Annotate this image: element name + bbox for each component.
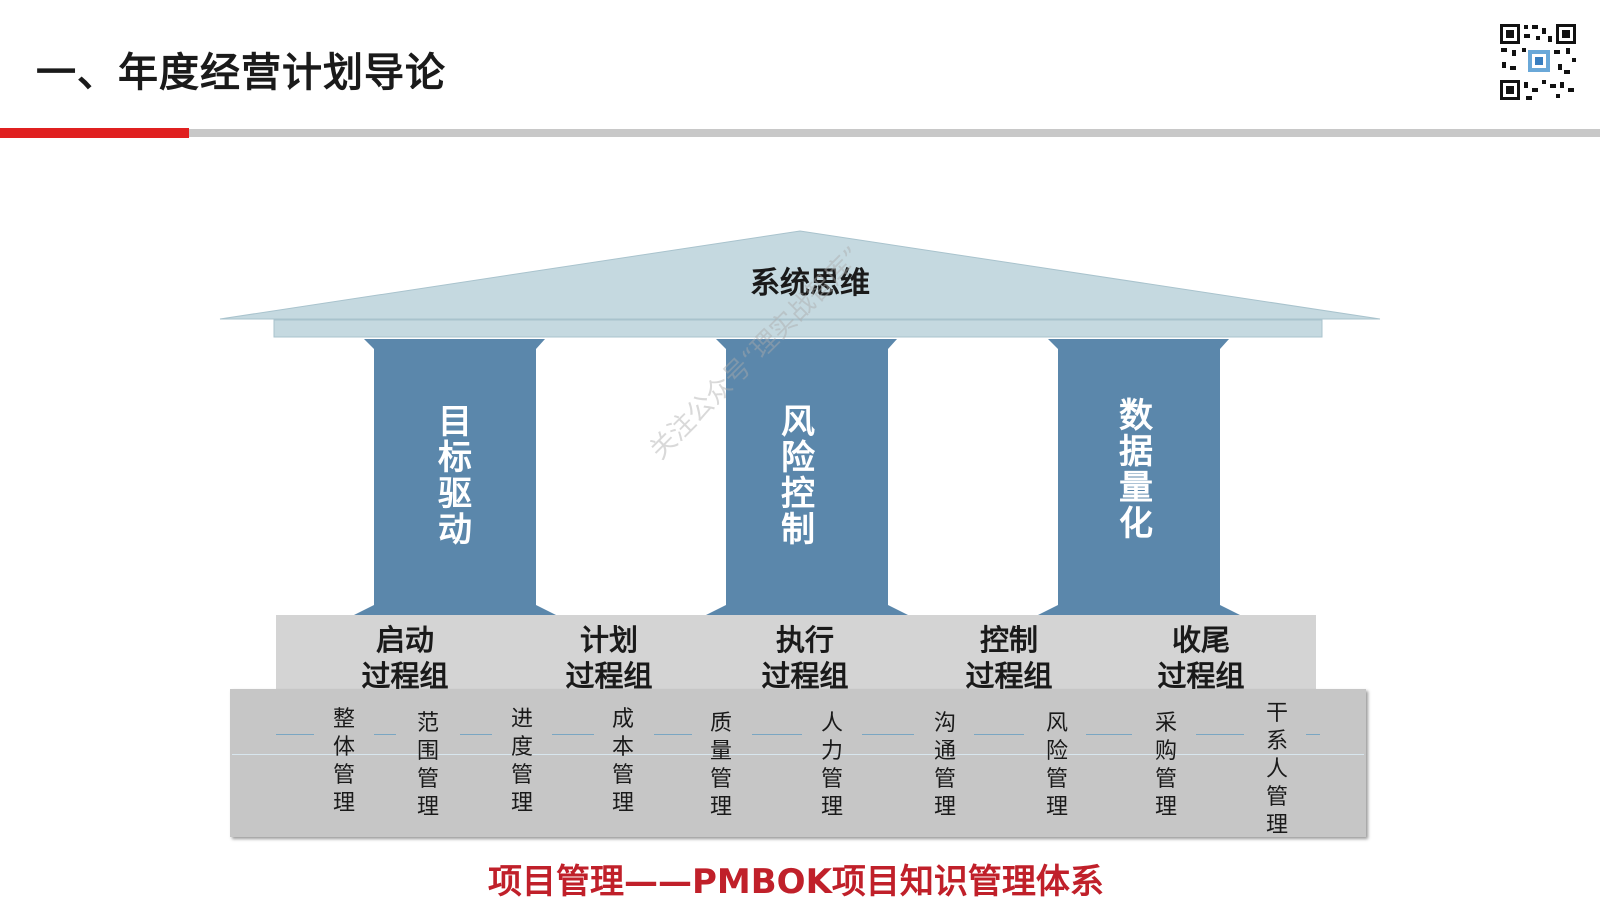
knowledge-area-1: 整体管理 xyxy=(332,707,355,816)
roof-label: 系统思维 xyxy=(750,266,870,301)
knowledge-area-base xyxy=(230,689,1366,837)
header-accent-bar xyxy=(0,128,189,138)
process-group-5: 收尾 过程组 xyxy=(1136,622,1266,694)
knowledge-area-5: 质量管理 xyxy=(709,711,732,820)
connector-dash xyxy=(862,734,914,735)
knowledge-area-9: 采购管理 xyxy=(1154,711,1177,820)
qr-code-icon xyxy=(1498,22,1578,102)
page-title: 一、年度经营计划导论 xyxy=(36,50,446,96)
connector-dash xyxy=(276,734,314,735)
roof-beam xyxy=(273,319,1323,338)
process-group-2-line2: 过程组 xyxy=(565,659,653,693)
pillar-2 xyxy=(706,339,908,615)
connector-dash xyxy=(374,734,396,735)
knowledge-area-4: 成本管理 xyxy=(611,707,634,816)
process-group-1-line1: 启动 xyxy=(375,623,434,657)
process-group-4-line1: 控制 xyxy=(979,623,1038,657)
roof-shape xyxy=(219,230,1381,320)
connector-dash xyxy=(1306,734,1320,735)
connector-dash xyxy=(1196,734,1244,735)
knowledge-area-6: 人力管理 xyxy=(820,711,843,820)
process-group-2: 计划 过程组 xyxy=(544,622,674,694)
process-group-4-line2: 过程组 xyxy=(965,659,1053,693)
process-group-2-line1: 计划 xyxy=(579,623,638,657)
base-midline xyxy=(232,754,1364,755)
knowledge-area-2: 范围管理 xyxy=(416,711,439,820)
pillar-1 xyxy=(354,339,556,615)
process-group-5-line1: 收尾 xyxy=(1171,623,1230,657)
connector-dash xyxy=(654,734,692,735)
knowledge-area-7: 沟通管理 xyxy=(933,711,956,820)
pillar-label-2: 风险控制 xyxy=(781,402,815,550)
pillar-label-3: 数据量化 xyxy=(1119,396,1153,544)
process-group-bar xyxy=(276,615,1316,689)
diagram-caption: 项目管理——PMBOK项目知识管理体系 xyxy=(488,862,1104,902)
process-group-3: 执行 过程组 xyxy=(740,622,870,694)
connector-dash xyxy=(974,734,1024,735)
knowledge-area-3: 进度管理 xyxy=(510,707,533,816)
process-group-3-line2: 过程组 xyxy=(761,659,849,693)
process-group-3-line1: 执行 xyxy=(775,623,834,657)
connector-dash xyxy=(552,734,594,735)
header-divider xyxy=(0,129,1600,137)
connector-dash xyxy=(460,734,492,735)
process-group-5-line2: 过程组 xyxy=(1157,659,1245,693)
process-group-4: 控制 过程组 xyxy=(944,622,1074,694)
process-group-1-line2: 过程组 xyxy=(361,659,449,693)
process-group-1: 启动 过程组 xyxy=(340,622,470,694)
knowledge-area-10: 干系人管理 xyxy=(1265,701,1288,838)
connector-dash xyxy=(1086,734,1132,735)
connector-dash xyxy=(752,734,802,735)
knowledge-area-8: 风险管理 xyxy=(1045,711,1068,820)
pillar-3 xyxy=(1038,339,1240,615)
pillar-label-1: 目标驱动 xyxy=(438,402,472,550)
